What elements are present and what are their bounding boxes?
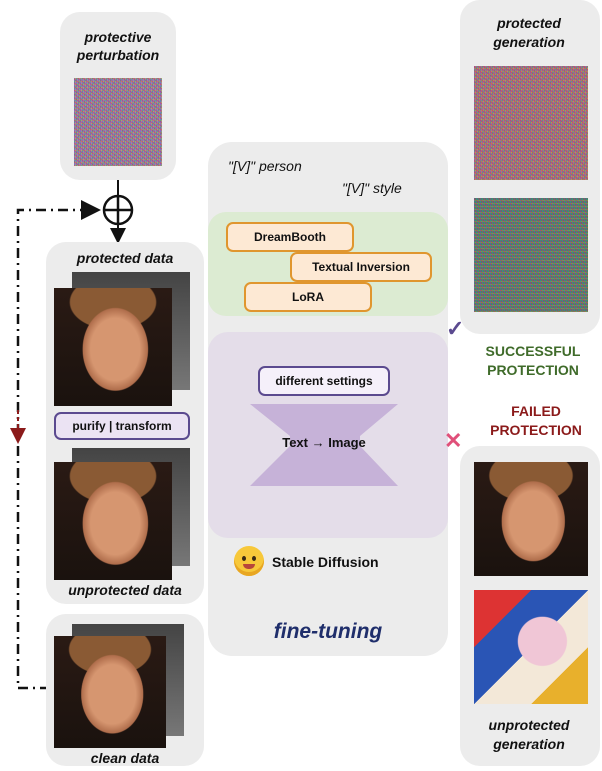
protected-face-photo xyxy=(54,288,172,406)
clean-face-photo xyxy=(54,636,166,748)
fine-tuning-label: fine-tuning xyxy=(273,620,383,643)
unprotected-gen-elephant-image xyxy=(474,590,588,704)
unprotected-gen-face-image xyxy=(474,462,588,576)
stable-diffusion-label: Stable Diffusion xyxy=(272,554,379,570)
failed-protection-label: FAILED PROTECTION xyxy=(490,403,582,438)
dreambooth-box: DreamBooth xyxy=(226,222,354,252)
different-settings-box: different settings xyxy=(258,366,390,396)
v-person-label: "[V]" person xyxy=(228,158,302,174)
text-to-image-label: Text → Image xyxy=(282,434,366,450)
cross-icon: ✕ xyxy=(444,428,463,453)
unprotected-data-label: unprotected data xyxy=(68,582,182,598)
protected-gen-face-image xyxy=(474,66,588,180)
check-icon: ✓ xyxy=(446,316,465,341)
clean-data-label: clean data xyxy=(90,750,160,766)
perturbation-label: protective perturbation xyxy=(76,29,160,63)
textual-inversion-box: Textual Inversion xyxy=(290,252,432,282)
v-style-label: "[V]" style xyxy=(342,180,402,196)
unprotected-face-photo xyxy=(54,462,172,580)
perturbation-noise-image xyxy=(74,78,162,166)
protected-generation-label: protected generation xyxy=(493,15,565,50)
protected-data-label: protected data xyxy=(76,250,174,266)
purify-transform-box: purify | transform xyxy=(54,412,190,440)
lora-box: LoRA xyxy=(244,282,372,312)
huggingface-icon xyxy=(234,546,264,576)
text-to-image-model-shape xyxy=(250,404,398,486)
successful-protection-label: SUCCESSFUL PROTECTION xyxy=(485,343,581,378)
clean-data-loop-arrow xyxy=(16,200,101,690)
protected-gen-elephant-image xyxy=(474,198,588,312)
unprotected-generation-label: unprotected generation xyxy=(488,717,570,752)
